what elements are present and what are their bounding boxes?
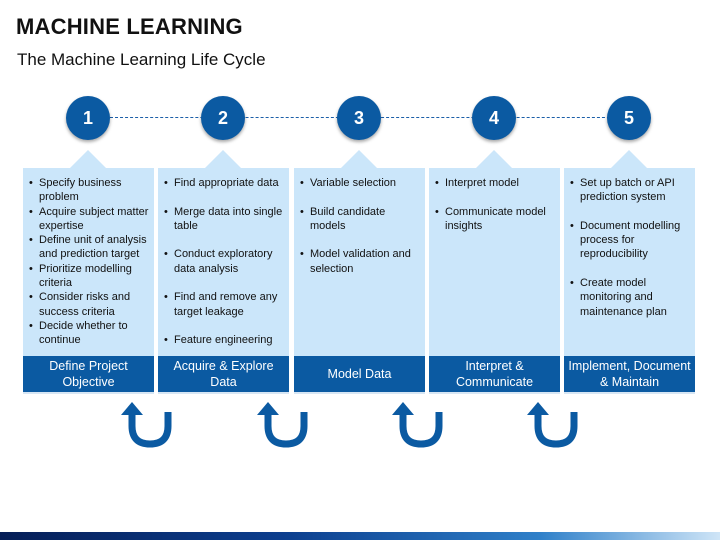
step-3-bullet-list: Variable selection Build candidate model… (294, 168, 425, 276)
panel-pointer-4 (476, 150, 512, 168)
bullet-item: Set up batch or API prediction system (570, 176, 691, 205)
step-panel-5: Set up batch or API prediction system Do… (564, 168, 695, 356)
bullet-item: Merge data into single table (164, 205, 285, 234)
bullet-item: Build candidate models (300, 205, 421, 234)
step-label-2: Acquire & Explore Data (158, 356, 289, 394)
bullet-item: Communicate model insights (435, 205, 556, 234)
step-panel-4: Interpret model Communicate model insigh… (429, 168, 560, 356)
step-label-5: Implement, Document & Maintain (564, 356, 695, 394)
panel-pointer-5 (611, 150, 647, 168)
step-label-4: Interpret & Communicate (429, 356, 560, 394)
bullet-item: Prioritize modelling criteria (29, 262, 150, 291)
bullet-item: Conduct exploratory data analysis (164, 247, 285, 276)
bullet-item: Decide whether to continue (29, 319, 150, 348)
panel-pointer-3 (341, 150, 377, 168)
step-panel-1: Specify business problem Acquire subject… (23, 168, 154, 356)
step-label-3: Model Data (294, 356, 425, 394)
step-number-3: 3 (337, 96, 381, 140)
step-number-4: 4 (472, 96, 516, 140)
page-title: MACHINE LEARNING (16, 14, 243, 39)
panel-pointer-2 (205, 150, 241, 168)
bullet-item: Interpret model (435, 176, 556, 191)
bullet-item: Variable selection (300, 176, 421, 191)
bullet-item: Find and remove any target leakage (164, 290, 285, 319)
bullet-item: Specify business problem (29, 176, 150, 205)
bullet-item: Acquire subject matter expertise (29, 205, 150, 234)
step-number-2: 2 (201, 96, 245, 140)
u-turn-arrow-icon (257, 402, 308, 448)
bullet-item: Feature engineering (164, 333, 285, 348)
step-label-1: Define Project Objective (23, 356, 154, 394)
step-1-bullet-list: Specify business problem Acquire subject… (23, 168, 154, 348)
step-number-1: 1 (66, 96, 110, 140)
u-turn-arrow-icon (121, 402, 172, 448)
bullet-item: Model validation and selection (300, 247, 421, 276)
bullet-item: Document modelling process for reproduci… (570, 219, 691, 262)
step-2-bullet-list: Find appropriate data Merge data into si… (158, 168, 289, 348)
step-panel-3: Variable selection Build candidate model… (294, 168, 425, 356)
footer-gradient-bar (0, 532, 720, 540)
u-turn-arrow-icon (527, 402, 578, 448)
step-panel-2: Find appropriate data Merge data into si… (158, 168, 289, 356)
bullet-item: Consider risks and success criteria (29, 290, 150, 319)
step-5-bullet-list: Set up batch or API prediction system Do… (564, 168, 695, 319)
step-4-bullet-list: Interpret model Communicate model insigh… (429, 168, 560, 233)
page-subtitle: The Machine Learning Life Cycle (17, 50, 266, 69)
step-number-5: 5 (607, 96, 651, 140)
bullet-item: Define unit of analysis and prediction t… (29, 233, 150, 262)
bullet-item: Create model monitoring and maintenance … (570, 276, 691, 319)
u-turn-arrow-icon (392, 402, 443, 448)
bullet-item: Find appropriate data (164, 176, 285, 191)
panel-pointer-1 (70, 150, 106, 168)
